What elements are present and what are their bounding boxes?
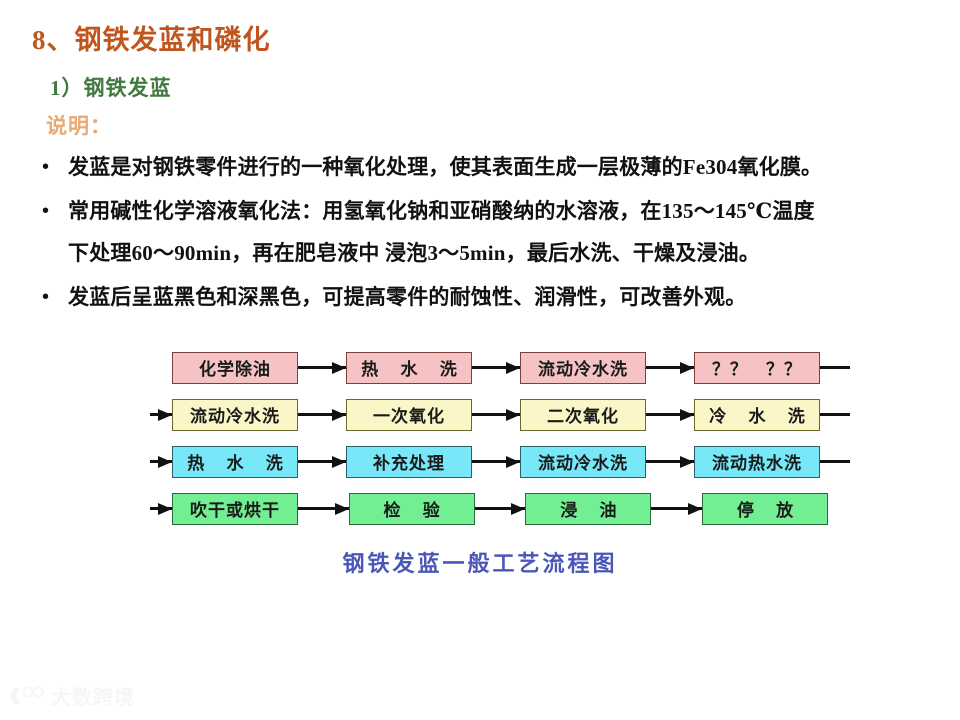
flow-node: 热 水 洗: [172, 445, 298, 478]
row-entry-arrow: [150, 502, 172, 515]
watermark-text: 大数跨境: [51, 687, 135, 709]
figure-caption: 钢铁发蓝一般工艺流程图: [342, 551, 618, 576]
flow-node: 停 放: [702, 492, 829, 525]
flow-node: 热 水 洗: [346, 351, 472, 384]
flow-node: 浸 油: [525, 492, 652, 525]
flow-arrow: [651, 502, 703, 515]
bullet-line: 常用碱性化学溶液氧化法：用氢氧化钠和亚硝酸纳的水溶液，在135～145℃温度: [68, 199, 815, 223]
flow-row-2: 流动冷水洗 一次氧化 二次氧化 冷 水 洗: [150, 391, 850, 438]
flow-arrow: [646, 361, 694, 374]
flow-node: 流动热水洗: [694, 445, 820, 478]
watermark: 大数跨境: [10, 681, 135, 710]
bullet-text: 常用碱性化学溶液氧化法：用氢氧化钠和亚硝酸纳的水溶液，在135～145℃温度 下…: [68, 190, 942, 274]
bullet-list: • 发蓝是对钢铁零件进行的一种氧化处理，使其表面生成一层极薄的Fe304氧化膜。…: [42, 146, 942, 320]
bullet-marker: •: [42, 156, 50, 178]
flow-node: 流动冷水洗: [520, 445, 646, 478]
flow-row-1: 化学除油 热 水 洗 流动冷水洗 ？？ ？？: [150, 344, 850, 391]
flow-node: 流动冷水洗: [172, 398, 298, 431]
flow-arrow: [472, 455, 520, 468]
flow-node: 一次氧化: [346, 398, 472, 431]
flow-node: 流动冷水洗: [520, 351, 646, 384]
flow-node: 冷 水 洗: [694, 398, 820, 431]
row-exit-spacer: [828, 507, 850, 510]
bullet-marker: •: [42, 286, 50, 308]
section-subtitle: 1）钢铁发蓝: [50, 76, 172, 100]
flow-arrow: [298, 408, 346, 421]
flow-arrow: [298, 455, 346, 468]
flow-arrow: [472, 408, 520, 421]
flow-arrow: [298, 361, 346, 374]
row-exit-line: [820, 366, 850, 369]
flow-node: ？？ ？？: [694, 351, 820, 384]
page-title: 8、钢铁发蓝和磷化: [32, 25, 271, 55]
row-exit-line: [820, 413, 850, 416]
list-item: • 发蓝是对钢铁零件进行的一种氧化处理，使其表面生成一层极薄的Fe304氧化膜。: [42, 146, 942, 188]
bullet-marker: •: [42, 200, 50, 222]
bullet-line: 发蓝后呈蓝黑色和深黑色，可提高零件的耐蚀性、润滑性，可改善外观。: [68, 285, 747, 309]
flow-node: 检 验: [348, 492, 475, 525]
flow-arrow: [298, 502, 349, 515]
bullet-line: 下处理60～90min，再在肥皂液中 浸泡3～5min，最后水洗、干燥及浸油。: [68, 241, 761, 265]
row-entry-arrow: [150, 408, 172, 421]
flow-arrow: [474, 502, 526, 515]
flow-arrow: [472, 361, 520, 374]
note-label: 说明：: [46, 114, 112, 138]
bullet-line: 发蓝是对钢铁零件进行的一种氧化处理，使其表面生成一层极薄的Fe304氧化膜。: [68, 155, 823, 179]
flow-node: 吹干或烘干: [172, 492, 298, 525]
list-item: • 发蓝后呈蓝黑色和深黑色，可提高零件的耐蚀性、润滑性，可改善外观。: [42, 276, 942, 318]
flow-arrow: [646, 455, 694, 468]
list-item: • 常用碱性化学溶液氧化法：用氢氧化钠和亚硝酸纳的水溶液，在135～145℃温度…: [42, 190, 942, 274]
row-exit-line: [820, 460, 850, 463]
brand-logo-icon: [11, 686, 44, 704]
bullet-text: 发蓝是对钢铁零件进行的一种氧化处理，使其表面生成一层极薄的Fe304氧化膜。: [68, 146, 942, 188]
row-entry-spacer: [150, 366, 172, 369]
bullet-text: 发蓝后呈蓝黑色和深黑色，可提高零件的耐蚀性、润滑性，可改善外观。: [68, 276, 942, 318]
process-flowchart: 化学除油 热 水 洗 流动冷水洗 ？？ ？？ 流动冷水洗 一次氧化 二次氧化 冷…: [150, 344, 850, 532]
flow-row-3: 热 水 洗 补充处理 流动冷水洗 流动热水洗: [150, 438, 850, 485]
flow-node: 二次氧化: [520, 398, 646, 431]
flow-row-4: 吹干或烘干 检 验 浸 油 停 放: [150, 485, 850, 532]
flow-node: 化学除油: [172, 351, 298, 384]
flow-arrow: [646, 408, 694, 421]
row-entry-arrow: [150, 455, 172, 468]
flow-node: 补充处理: [346, 445, 472, 478]
